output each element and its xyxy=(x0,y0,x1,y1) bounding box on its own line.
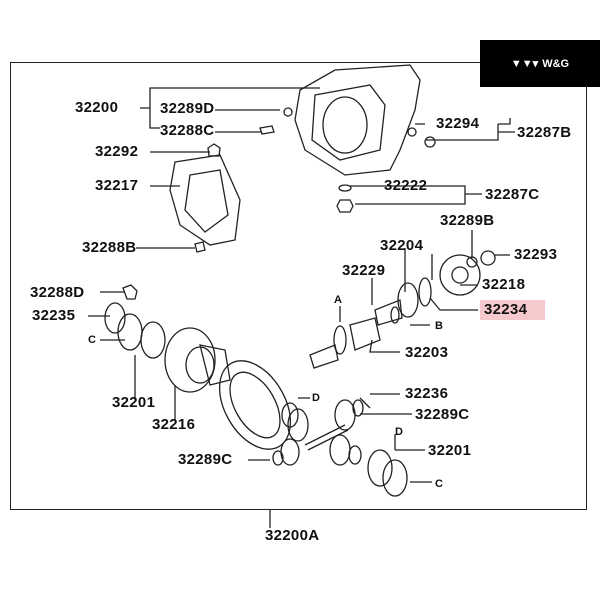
part-label-32292: 32292 xyxy=(95,143,139,160)
part-label-32289b: 32289B xyxy=(440,212,495,229)
part-label-32289c-right: 32289C xyxy=(415,406,470,423)
part-label-32200: 32200 xyxy=(75,99,119,116)
part-label-32222: 32222 xyxy=(384,177,428,194)
part-label-32204: 32204 xyxy=(380,237,424,254)
part-label-32293: 32293 xyxy=(514,246,558,263)
side-gears xyxy=(272,397,408,497)
part-label-32288d: 32288D xyxy=(30,284,85,301)
part-label-32235: 32235 xyxy=(32,307,76,324)
part-label-32294: 32294 xyxy=(436,115,480,132)
part-label-32216: 32216 xyxy=(152,416,196,433)
ref-label-d-top: D xyxy=(312,392,321,404)
ref-label-c-left: C xyxy=(88,334,97,346)
carrier-cover xyxy=(169,154,241,246)
ref-label-b: B xyxy=(435,320,444,332)
logo-mark-icon: ▼▼▾ xyxy=(510,58,539,70)
ring-gear-and-case xyxy=(104,302,292,450)
small-bolts xyxy=(122,107,436,300)
logo-text: W&G xyxy=(542,57,570,70)
part-label-32287c: 32287C xyxy=(485,186,540,203)
part-label-32229: 32229 xyxy=(342,262,386,279)
part-label-32217: 32217 xyxy=(95,177,139,194)
pinion-assembly xyxy=(309,250,496,369)
part-label-32234-highlighted: 32234 xyxy=(480,300,546,320)
part-label-32201-right: 32201 xyxy=(428,442,472,459)
part-label-32236: 32236 xyxy=(405,385,449,402)
part-label-32288b: 32288B xyxy=(82,239,137,256)
ref-label-d-bottom: D xyxy=(395,426,404,438)
differential-carrier-housing xyxy=(294,64,421,176)
ref-label-c-bottom: C xyxy=(435,478,444,490)
part-label-32289d: 32289D xyxy=(160,100,215,117)
diagram-frame xyxy=(10,62,587,510)
brand-logo: ▼▼▾W&G xyxy=(480,40,600,87)
part-label-32201-left: 32201 xyxy=(112,394,156,411)
part-label-32289c-left: 32289C xyxy=(178,451,233,468)
part-label-32287b: 32287B xyxy=(517,124,572,141)
ref-label-a: A xyxy=(334,294,343,306)
part-label-32218: 32218 xyxy=(482,276,526,293)
part-label-32200a: 32200A xyxy=(265,527,320,544)
part-label-32288c: 32288C xyxy=(160,122,215,139)
part-label-32203: 32203 xyxy=(405,344,449,361)
leader-lines xyxy=(88,87,515,528)
